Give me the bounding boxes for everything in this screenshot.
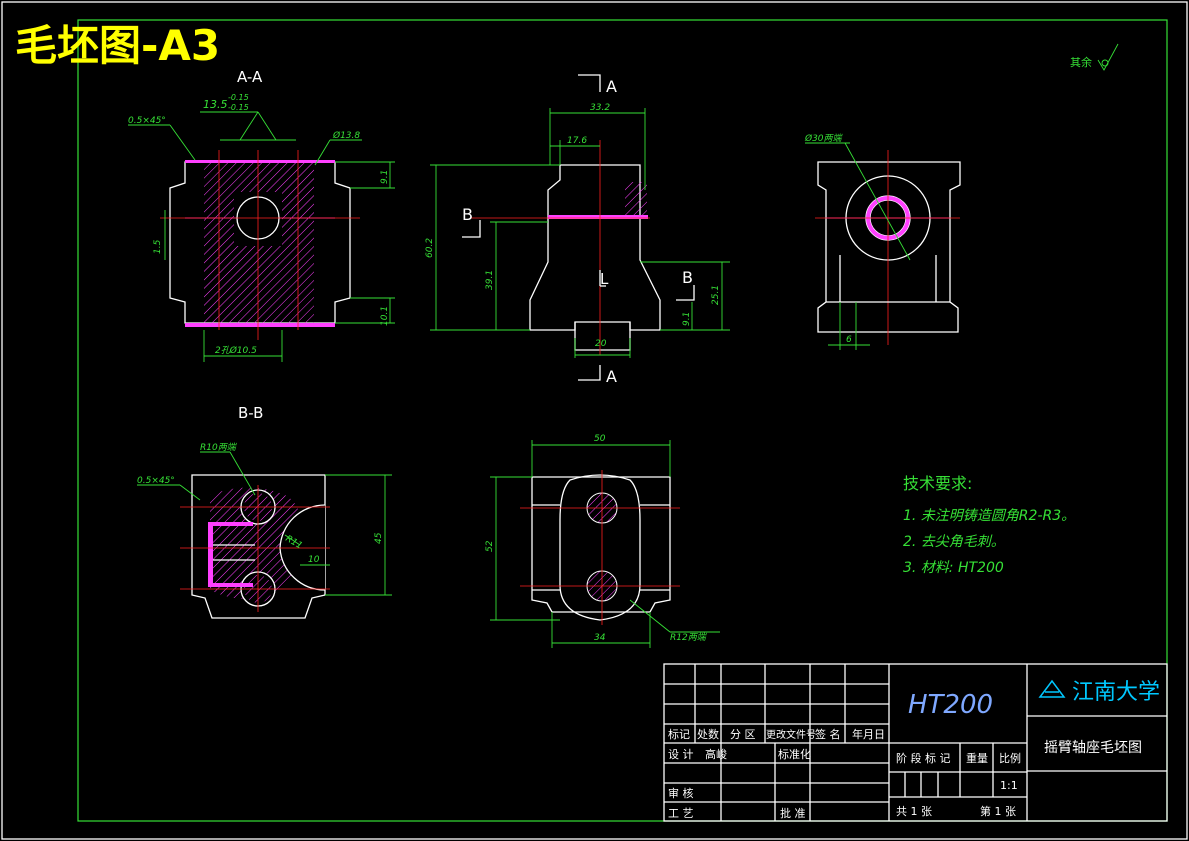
hdr-change-doc: 更改文件号 (766, 728, 816, 741)
section-mark-b-right: B (682, 268, 693, 287)
dim-34: 34 (594, 633, 606, 643)
section-mark-a-top: A (606, 77, 617, 96)
dim-52: 52 (485, 540, 495, 552)
material-value: HT200 (908, 690, 993, 720)
dim-33-2: 33.2 (590, 103, 610, 113)
dim-tol-upper: -0.15 (228, 93, 249, 102)
dim-20: 20 (595, 339, 607, 349)
review-label: 审 核 (668, 786, 694, 800)
process-label: 工 艺 (668, 807, 694, 820)
dim-tol-lower: -0.15 (228, 103, 249, 112)
view-section-bb: B-B (137, 404, 392, 619)
dim-6: 6 (846, 335, 852, 345)
dim-39-1: 39.1 (485, 270, 495, 290)
dim-10: 10 (308, 555, 320, 565)
view-side (805, 142, 961, 350)
hdr-zone: 分 区 (730, 728, 756, 741)
view-front (430, 74, 730, 381)
standard-label: 标准化 (778, 747, 811, 761)
dim-chamfer-top: 0.5×45° (128, 116, 166, 126)
tech-requirement-item-1: 1. 未注明铸造圆角R2-R3。 (903, 508, 1075, 524)
sheet-number: 第 1 张 (980, 804, 1016, 818)
section-mark-a-bottom: A (606, 367, 617, 386)
school-name: 江南大学 (1072, 680, 1160, 705)
view-bottom (490, 440, 720, 648)
sheet-title: 毛坯图-A3 (15, 21, 220, 70)
dim-1-5: 1.5 (153, 239, 163, 254)
part-name: 摇臂轴座毛坯图 (1044, 740, 1142, 756)
section-bb-label: B-B (238, 404, 263, 422)
dim-17-6: 17.6 (567, 136, 587, 146)
dim-10-1: 10.1 (380, 306, 390, 326)
tech-requirements-heading: 技术要求: (903, 474, 972, 493)
dim-60-2: 60.2 (425, 238, 435, 258)
dim-9-1: 9.1 (380, 170, 390, 184)
designer-name: 高峻 (705, 747, 727, 761)
section-mark-b-left: B (462, 205, 473, 224)
center-mark-l: L (600, 270, 609, 288)
scale-value: 1:1 (1000, 779, 1018, 792)
roughness-symbol (1097, 43, 1119, 71)
dim-dia-hole: Ø13.8 (332, 130, 360, 141)
stage-label: 阶 段 标 记 (896, 751, 951, 765)
hdr-sign: 签 名 (815, 727, 841, 741)
dim-25-1: 25.1 (711, 285, 721, 305)
tech-requirement-item-2: 2. 去尖角毛刺。 (903, 534, 1005, 550)
section-aa-label: A-A (237, 68, 263, 86)
approve-label: 批 准 (780, 806, 806, 820)
title-block (663, 663, 1168, 822)
dim-holes-2: 2孔Ø10.5 (215, 345, 257, 356)
view-section-aa: A-A (128, 68, 395, 362)
weight-label: 重量 (966, 751, 988, 765)
tech-requirement-item-3: 3. 材料: HT200 (903, 560, 1004, 576)
hdr-count: 处数 (697, 728, 719, 741)
dim-r12: R12两端 (670, 632, 708, 643)
dim-dia30: Ø30两端 (804, 133, 844, 144)
roughness-note: 其余 (1070, 55, 1092, 69)
school-logo-icon (1038, 679, 1066, 698)
design-label: 设 计 (668, 748, 694, 761)
dim-chamfer-bb: 0.5×45° (137, 476, 175, 486)
total-sheets: 共 1 张 (896, 805, 932, 818)
dim-45: 45 (374, 532, 384, 544)
dim-r10: R10两端 (200, 442, 238, 453)
hdr-date: 年月日 (852, 727, 885, 741)
inner-frame (77, 19, 1168, 822)
scale-label: 比例 (999, 751, 1021, 765)
dim-9-1b: 9.1 (682, 312, 692, 326)
dim-tol-main: 13.5 (203, 98, 228, 111)
hdr-mark: 标记 (668, 727, 690, 741)
dim-50: 50 (594, 434, 606, 444)
